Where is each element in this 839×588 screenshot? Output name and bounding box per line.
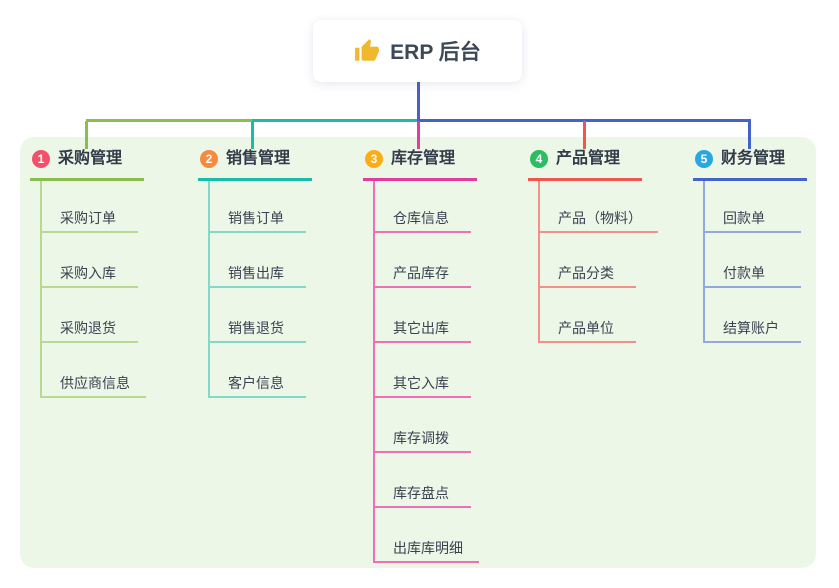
- branch-number-badge: 5: [695, 150, 713, 168]
- connector-drop-branch5: [748, 121, 751, 149]
- thumbs-up-icon: [354, 38, 380, 64]
- child-node[interactable]: 供应商信息: [42, 343, 146, 398]
- branch: 1 采购管理 采购订单采购入库采购退货供应商信息: [30, 145, 146, 398]
- branch-title-label: 采购管理: [58, 150, 123, 167]
- child-node[interactable]: 付款单: [705, 233, 801, 288]
- child-node[interactable]: 其它出库: [375, 288, 471, 343]
- child-node[interactable]: 销售退货: [210, 288, 306, 343]
- child-node[interactable]: 其它入库: [375, 343, 471, 398]
- root-node[interactable]: ERP 后台: [313, 20, 522, 82]
- branch-number-badge: 1: [32, 150, 50, 168]
- connector-drop-branch1: [85, 121, 88, 149]
- child-node[interactable]: 产品库存: [375, 233, 471, 288]
- branch-children: 回款单付款单结算账户: [703, 181, 807, 343]
- branch-title-label: 库存管理: [391, 150, 456, 167]
- branch-title[interactable]: 1 采购管理: [30, 145, 144, 181]
- branch: 5 财务管理 回款单付款单结算账户: [693, 145, 807, 343]
- branch-title-label: 销售管理: [226, 150, 291, 167]
- branches-panel: [20, 137, 816, 568]
- child-node[interactable]: 客户信息: [210, 343, 306, 398]
- branch-title[interactable]: 5 财务管理: [693, 145, 807, 181]
- branch-children: 仓库信息产品库存其它出库其它入库库存调拨库存盘点出库库明细: [373, 181, 479, 563]
- branch-number-badge: 2: [200, 150, 218, 168]
- branch-children: 采购订单采购入库采购退货供应商信息: [40, 181, 146, 398]
- child-node[interactable]: 结算账户: [705, 288, 801, 343]
- branch-number-badge: 3: [365, 150, 383, 168]
- child-node[interactable]: 出库库明细: [375, 508, 479, 563]
- branch-title[interactable]: 2 销售管理: [198, 145, 312, 181]
- branch-children: 产品（物料）产品分类产品单位: [538, 181, 658, 343]
- child-node[interactable]: 采购退货: [42, 288, 138, 343]
- child-node[interactable]: 库存调拨: [375, 398, 471, 453]
- child-node[interactable]: 仓库信息: [375, 181, 471, 233]
- child-node[interactable]: 产品单位: [540, 288, 636, 343]
- child-node[interactable]: 产品（物料）: [540, 181, 658, 233]
- connector-h-branch5: [417, 119, 751, 122]
- child-node[interactable]: 回款单: [705, 181, 801, 233]
- branch-number-badge: 4: [530, 150, 548, 168]
- connector-drop-branch4: [583, 121, 586, 149]
- branch-title[interactable]: 4 产品管理: [528, 145, 642, 181]
- connector-drop-branch3: [417, 121, 420, 149]
- child-node[interactable]: 采购订单: [42, 181, 138, 233]
- connector-h-branch2: [252, 119, 420, 122]
- child-node[interactable]: 销售出库: [210, 233, 306, 288]
- connector-drop-branch2: [251, 121, 254, 149]
- child-node[interactable]: 销售订单: [210, 181, 306, 233]
- branch: 2 销售管理 销售订单销售出库销售退货客户信息: [198, 145, 312, 398]
- connector-root-vertical: [417, 82, 420, 122]
- branch: 4 产品管理 产品（物料）产品分类产品单位: [528, 145, 658, 343]
- child-node[interactable]: 采购入库: [42, 233, 138, 288]
- branch: 3 库存管理 仓库信息产品库存其它出库其它入库库存调拨库存盘点出库库明细: [363, 145, 479, 563]
- branch-title-label: 产品管理: [556, 150, 621, 167]
- branch-children: 销售订单销售出库销售退货客户信息: [208, 181, 312, 398]
- child-node[interactable]: 产品分类: [540, 233, 636, 288]
- branch-title-label: 财务管理: [721, 150, 786, 167]
- root-node-label: ERP 后台: [390, 41, 481, 64]
- branch-title[interactable]: 3 库存管理: [363, 145, 477, 181]
- child-node[interactable]: 库存盘点: [375, 453, 471, 508]
